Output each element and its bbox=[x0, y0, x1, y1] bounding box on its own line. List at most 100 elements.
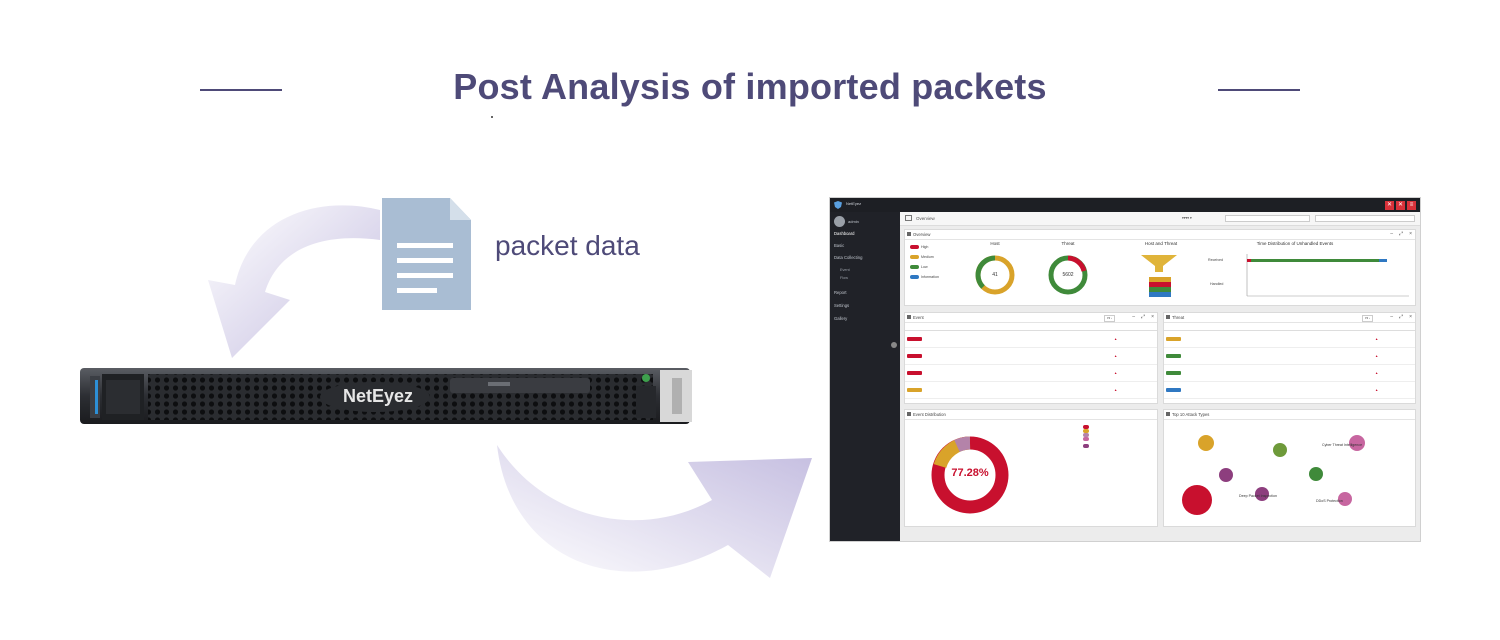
alert-icon: ▲ bbox=[1375, 354, 1379, 358]
time-distribution-title: Time Distribution of Unhandled Events bbox=[1256, 241, 1334, 246]
threat-table: ▲ ▲ ▲ ▲ bbox=[1164, 322, 1415, 399]
dashboard-header-title: Overview bbox=[916, 216, 935, 221]
donut-center-label: 77.28% bbox=[951, 467, 989, 479]
table-row[interactable]: ▲ bbox=[1164, 347, 1415, 365]
alert-icon: ▲ bbox=[1375, 388, 1379, 392]
severity-badge bbox=[907, 370, 922, 375]
legend-item: High bbox=[910, 245, 928, 250]
legend-item: Medium bbox=[910, 255, 934, 260]
event-table-title: Event bbox=[913, 315, 924, 320]
table-row[interactable]: ▲ bbox=[1164, 364, 1415, 382]
table-row[interactable]: ▲ bbox=[905, 330, 1157, 348]
panel-header: Top 10 Attack Types bbox=[1164, 410, 1415, 420]
window-button[interactable]: ✕ bbox=[1396, 201, 1405, 210]
table-icon bbox=[907, 315, 911, 319]
threat-count: 5602 bbox=[1062, 272, 1074, 278]
time-row-label: Received bbox=[1208, 258, 1223, 262]
sidebar-item-report[interactable]: Report bbox=[834, 290, 847, 295]
table-header-row bbox=[905, 322, 1157, 331]
table-icon bbox=[1166, 315, 1170, 319]
attack-types-title: Top 10 Attack Types bbox=[1172, 412, 1210, 417]
event-distribution-panel: Event Distribution 77.28% bbox=[904, 409, 1158, 527]
table-row[interactable]: ▲ bbox=[1164, 330, 1415, 348]
sidebar-item-gallery[interactable]: Gallery bbox=[834, 316, 848, 321]
close-icon[interactable]: × bbox=[1151, 314, 1154, 320]
table-row[interactable]: ▲ bbox=[1164, 381, 1415, 399]
alert-icon: ▲ bbox=[1114, 354, 1118, 358]
sidebar-subitem-flow[interactable]: Flow bbox=[840, 276, 849, 280]
window-button[interactable]: ✕ bbox=[1385, 201, 1394, 210]
time-row-label: Handled bbox=[1210, 282, 1224, 286]
dashboard-header: Overview ▾▾▾▾ ▾ bbox=[900, 212, 1420, 226]
close-icon[interactable]: × bbox=[1409, 231, 1412, 237]
sidebar-item-settings[interactable]: Settings bbox=[834, 303, 850, 308]
bubble-label: Deep Packet Inspection bbox=[1239, 494, 1277, 498]
legend-item: Information bbox=[910, 275, 939, 280]
close-icon[interactable]: × bbox=[1409, 314, 1412, 320]
decorative-dot bbox=[491, 116, 493, 118]
title-rule-left bbox=[200, 89, 282, 91]
sidebar-item-basic[interactable]: Basic bbox=[834, 243, 845, 248]
avatar[interactable] bbox=[834, 216, 845, 227]
overview-icon bbox=[907, 232, 911, 236]
filter-dropdown[interactable]: ▾▾ › bbox=[1104, 315, 1115, 322]
page-title: Post Analysis of imported packets bbox=[453, 66, 1047, 107]
dashboard-sidebar: admin Dashboard Basic Data Collecting Ev… bbox=[830, 212, 900, 541]
expand-icon[interactable]: ⤢ bbox=[1140, 314, 1145, 320]
threat-donut bbox=[1048, 255, 1088, 295]
threat-table-panel: Threat ▾▾ › – ⤢ × ▲ ▲ ▲ ▲ bbox=[1163, 312, 1416, 404]
table-header-row bbox=[1164, 322, 1415, 331]
expand-icon[interactable]: ⤢ bbox=[1398, 231, 1403, 237]
window-button[interactable]: ≡ bbox=[1407, 201, 1416, 210]
server-appliance bbox=[80, 368, 692, 424]
search-input[interactable] bbox=[1225, 215, 1310, 222]
event-distribution-donut bbox=[931, 436, 1009, 514]
event-distribution-title: Event Distribution bbox=[913, 412, 946, 417]
severity-badge bbox=[907, 353, 922, 358]
minimize-icon[interactable]: – bbox=[1390, 231, 1393, 237]
gear-icon[interactable] bbox=[891, 342, 897, 348]
sidebar-subitem-event[interactable]: Event bbox=[840, 268, 850, 272]
severity-badge bbox=[907, 336, 922, 341]
shield-icon bbox=[834, 201, 842, 209]
date-range-input[interactable] bbox=[1315, 215, 1415, 222]
table-row[interactable]: ▲ bbox=[905, 364, 1157, 382]
title-rule-right bbox=[1218, 89, 1300, 91]
curved-arrow-in-icon bbox=[208, 205, 380, 358]
document-icon bbox=[382, 198, 471, 310]
bubble-label: Cyber Threat Intelligence bbox=[1322, 443, 1362, 447]
device-brand-label: NetEyez bbox=[343, 386, 414, 406]
monitor-icon bbox=[905, 215, 912, 221]
sidebar-item-data-collecting[interactable]: Data Collecting bbox=[834, 255, 863, 260]
gauge-title-threat: Threat bbox=[1061, 241, 1075, 246]
alert-icon: ▲ bbox=[1114, 371, 1118, 375]
legend-item: Low bbox=[910, 265, 928, 270]
minimize-icon[interactable]: – bbox=[1132, 314, 1135, 320]
packet-data-caption: packet data bbox=[495, 230, 640, 261]
sidebar-user-name: admin bbox=[848, 219, 859, 224]
alert-icon: ▲ bbox=[1375, 371, 1379, 375]
time-range-dropdown[interactable]: ▾▾▾▾ ▾ bbox=[1182, 216, 1192, 220]
panel-header: Overview – ⤢ × bbox=[905, 230, 1415, 240]
event-table-panel: Event ▾▾ › – ⤢ × ▲ ▲ ▲ ▲ bbox=[904, 312, 1158, 404]
dashboard-screenshot: NetEyez ✕ ✕ ≡ admin Dashboard Basic Data… bbox=[830, 198, 1420, 541]
table-row[interactable]: ▲ bbox=[905, 347, 1157, 365]
host-count: 41 bbox=[992, 272, 998, 278]
table-row[interactable]: ▲ bbox=[905, 381, 1157, 399]
sidebar-item-dashboard[interactable]: Dashboard bbox=[834, 231, 855, 236]
minimize-icon[interactable]: – bbox=[1390, 314, 1393, 320]
bubble-chart-icon bbox=[1166, 412, 1170, 416]
severity-badge bbox=[1166, 336, 1181, 341]
gauge-title-host: Host bbox=[990, 241, 1000, 246]
alert-icon: ▲ bbox=[1114, 388, 1118, 392]
funnel-chart bbox=[1141, 255, 1177, 297]
alert-icon: ▲ bbox=[1375, 337, 1379, 341]
expand-icon[interactable]: ⤢ bbox=[1398, 314, 1403, 320]
severity-badge bbox=[1166, 353, 1181, 358]
severity-badge bbox=[907, 387, 922, 392]
filter-dropdown[interactable]: ▾▾ › bbox=[1362, 315, 1373, 322]
severity-badge bbox=[1166, 370, 1181, 375]
dashboard-logo-text: NetEyez bbox=[846, 201, 862, 206]
overview-title: Overview bbox=[913, 232, 931, 237]
